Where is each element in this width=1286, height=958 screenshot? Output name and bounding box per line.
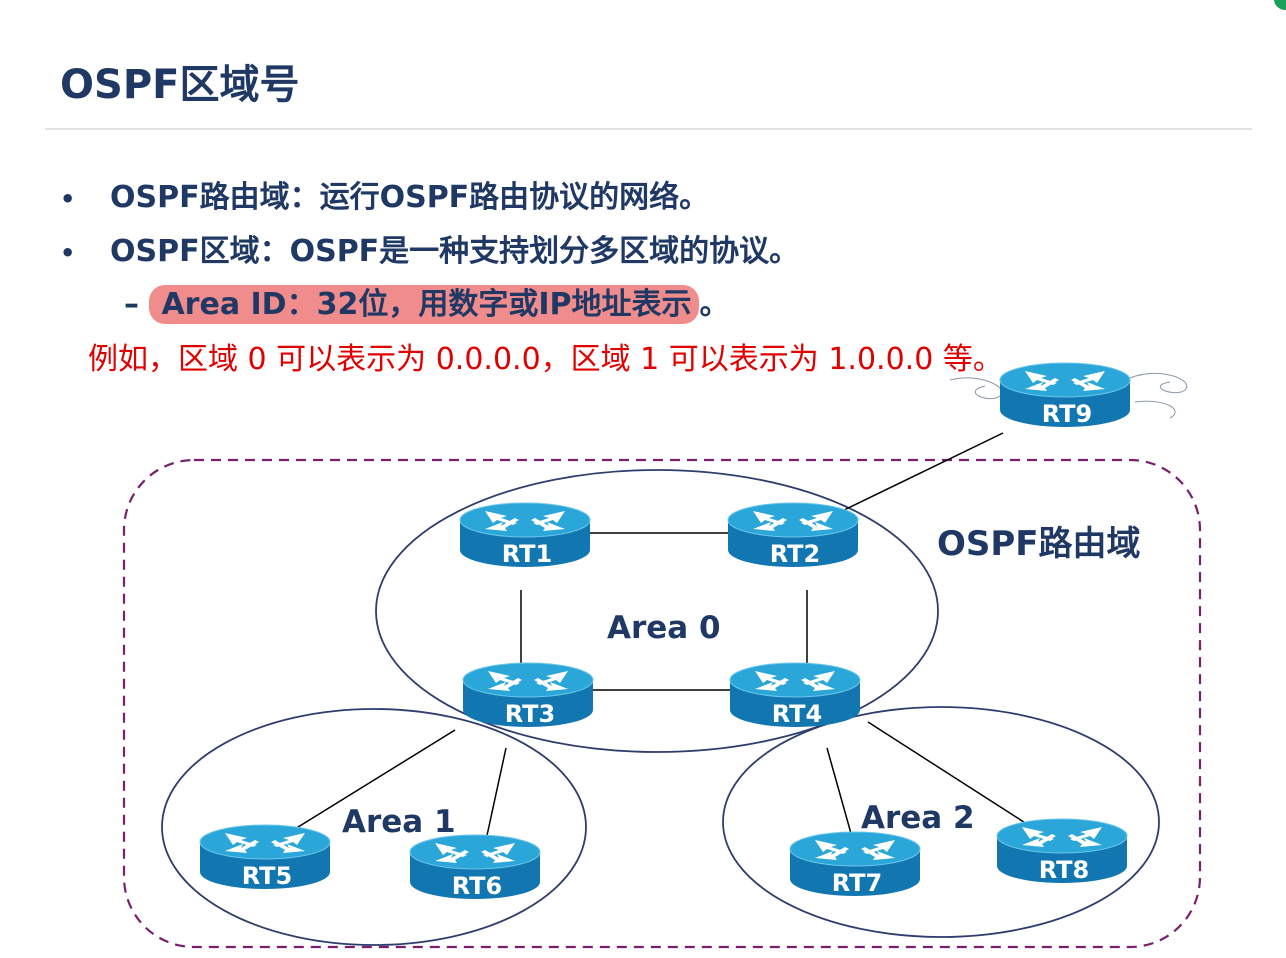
router-rt2: RT2 bbox=[727, 502, 859, 568]
bullet-text: OSPF区域：OSPF是一种支持划分多区域的协议。 bbox=[110, 234, 800, 269]
bullet-dot: • bbox=[60, 185, 76, 213]
router-rt7: RT7 bbox=[789, 831, 921, 897]
router-label: RT7 bbox=[832, 869, 882, 897]
highlighted-area-id: Area ID：32位，用数字或IP地址表示 bbox=[149, 285, 700, 324]
link-rt2-rt9 bbox=[839, 432, 1004, 513]
router-label: RT8 bbox=[1039, 856, 1089, 884]
area2-boundary bbox=[722, 706, 1160, 938]
link-rt3-rt6 bbox=[485, 747, 507, 841]
sub-bullet: – Area ID：32位，用数字或IP地址表示。 bbox=[124, 279, 730, 324]
router-rt5: RT5 bbox=[199, 824, 331, 890]
router-rt1: RT1 bbox=[459, 502, 591, 568]
links bbox=[289, 432, 1031, 841]
bullet-item-2: • OSPF区域：OSPF是一种支持划分多区域的协议。 bbox=[60, 226, 799, 270]
router-rt3: RT3 bbox=[462, 662, 594, 728]
example-text: 例如，区域 0 可以表示为 0.0.0.0，区域 1 可以表示为 1.0.0.0… bbox=[88, 342, 1003, 377]
bullet-text: OSPF路由域：运行OSPF路由协议的网络。 bbox=[110, 180, 710, 215]
router-label: RT1 bbox=[502, 540, 552, 568]
domain-label: OSPF路由域 bbox=[937, 524, 1141, 564]
area1-label: Area 1 bbox=[342, 804, 456, 840]
bullet-dot: • bbox=[60, 239, 76, 267]
router-rt4: RT4 bbox=[729, 662, 861, 728]
router-label: RT5 bbox=[242, 862, 292, 890]
slide-title: OSPF区域号 bbox=[60, 62, 300, 108]
router-label: RT9 bbox=[1042, 400, 1092, 428]
router-rt9: RT9 bbox=[999, 362, 1131, 428]
link-rt4-rt7 bbox=[826, 747, 853, 838]
title-divider bbox=[45, 128, 1252, 130]
router-rt8: RT8 bbox=[996, 818, 1128, 884]
sub-tail: 。 bbox=[699, 287, 730, 322]
ospf-domain-boundary bbox=[122, 458, 1202, 949]
router-label: RT3 bbox=[505, 700, 555, 728]
area0-label: Area 0 bbox=[607, 610, 721, 646]
router-label: RT6 bbox=[452, 872, 502, 900]
link-rt4-rt8 bbox=[867, 721, 1031, 827]
area0-boundary bbox=[375, 469, 939, 753]
corner-decoration bbox=[1274, 0, 1286, 10]
link-rt3-rt5 bbox=[289, 729, 456, 833]
area2-label: Area 2 bbox=[861, 800, 975, 836]
sub-dash: – bbox=[124, 287, 139, 322]
area1-boundary bbox=[161, 708, 587, 946]
router-rt6: RT6 bbox=[409, 834, 541, 900]
bullet-item-1: • OSPF路由域：运行OSPF路由协议的网络。 bbox=[60, 172, 709, 216]
router-label: RT4 bbox=[772, 700, 822, 728]
router-label: RT2 bbox=[770, 540, 820, 568]
